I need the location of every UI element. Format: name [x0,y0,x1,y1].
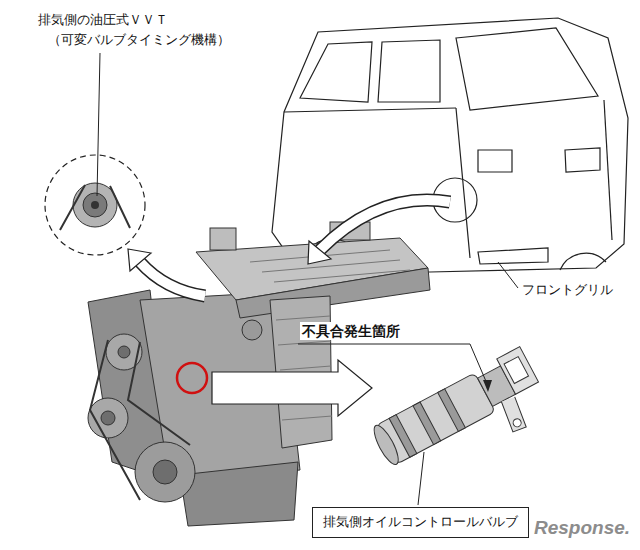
engine-drawing [153,460,177,484]
car-outline [560,253,606,270]
car-outline [284,108,456,112]
hollow-arrow [308,241,331,264]
hollow-arrow [212,360,372,416]
leader-line [298,344,488,505]
valve-illustration [497,347,539,395]
engine-drawing [180,462,298,526]
engine-drawing [106,334,142,370]
hollow-arrow [308,200,450,264]
valve-illustration [438,389,466,432]
leader-line [418,452,424,505]
part-name: 排気側オイルコントロールバルブ [323,514,518,531]
engine-drawing [250,250,410,282]
hollow-arrow [140,262,205,296]
car-outline [565,148,600,172]
vvt-inset [60,185,130,230]
car-outline [478,150,512,172]
engine-drawing [210,228,236,250]
car-outline [378,40,440,102]
vvt-inset [97,53,100,196]
defect-marker [177,363,207,393]
engine-drawing [118,346,130,358]
engine-drawing [236,268,430,318]
car-outline [478,248,548,264]
hollow-arrow [320,200,450,250]
hollow-arrow [212,360,372,416]
valve-illustration [369,347,555,493]
defect-marker [177,363,207,393]
vvt-inset [83,193,107,217]
engine-drawing [88,222,430,526]
watermark: Response. [534,516,630,541]
hollow-arrow [128,249,205,296]
part-name-box: 排気側オイルコントロールバルブ [312,507,529,538]
hollow-arrow [128,249,151,271]
leader-line [498,262,518,288]
engine-drawing [101,411,115,425]
vvt-inset [45,53,145,255]
part-label: 排気側の油圧式ＶＶＴ [38,12,168,29]
valve-illustration [504,357,528,384]
engine-drawing [90,340,190,500]
valve-illustration [512,417,523,428]
hollow-arrow [320,200,450,250]
part-label: （可変バルブタイミング機構） [48,32,230,49]
valve-illustration [498,395,530,433]
vvt-inset [45,155,145,255]
arrow-head [483,380,492,392]
engine-drawing [135,442,195,502]
car-outline [272,18,628,272]
car-outline [272,18,628,272]
vvt-inset [91,201,99,209]
vvt-inset [73,183,117,227]
leader-line [298,344,488,386]
defect-label: 不具合発生箇所 [300,322,402,340]
car-outline [604,100,612,240]
engine-drawing [242,320,262,340]
car-outline [456,28,598,110]
valve-illustration [389,415,417,458]
car-outline [456,108,470,258]
part-label: フロントグリル [522,282,613,299]
hollow-arrow [140,262,205,296]
valve-illustration [413,402,441,445]
car-outline [300,42,372,102]
leader-line [498,262,518,288]
